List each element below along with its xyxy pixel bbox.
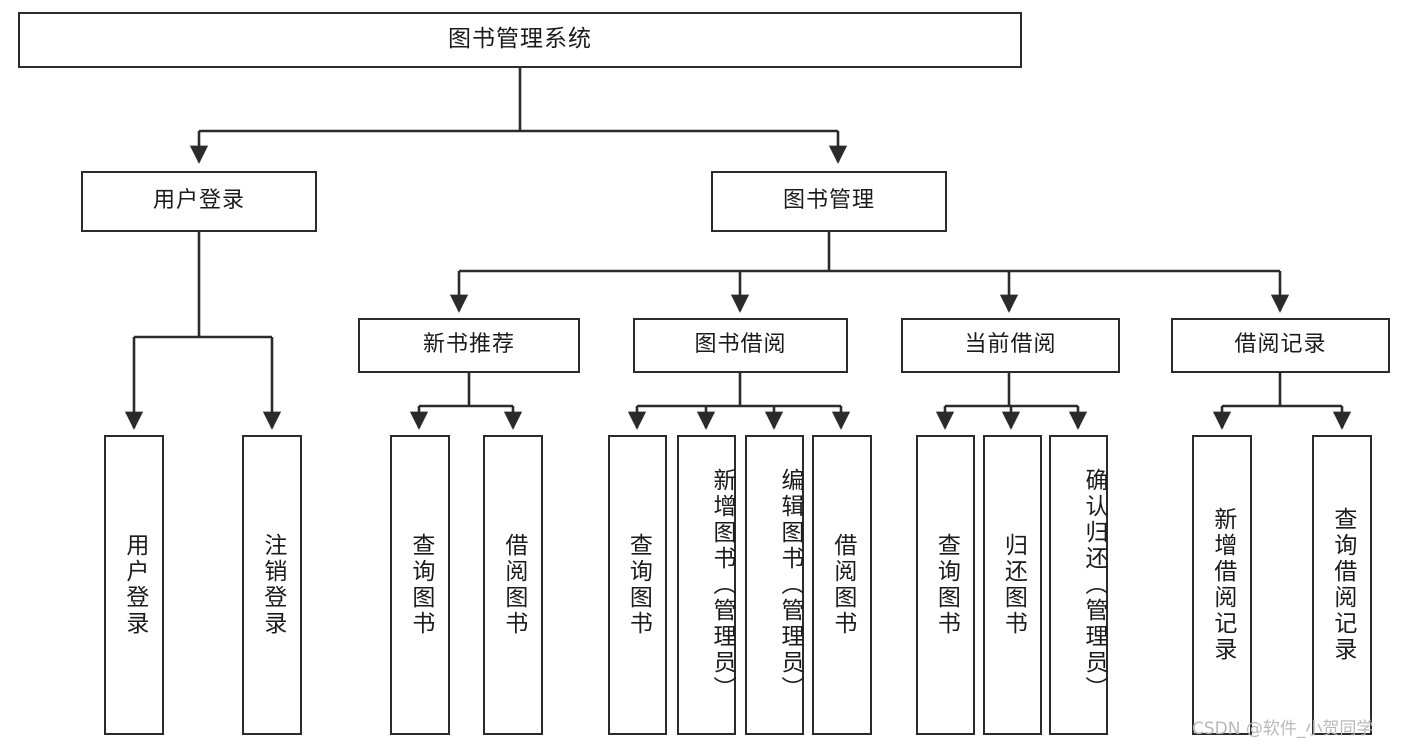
leaf-edit-book-admin[interactable]: 编辑图书（管理员） <box>745 435 804 735</box>
node-book-management[interactable]: 图书管理 <box>711 171 947 232</box>
leaf-return-book[interactable]: 归还图书 <box>983 435 1042 735</box>
node-borrow-record[interactable]: 借阅记录 <box>1171 318 1390 373</box>
leaf-borrow-book[interactable]: 借阅图书 <box>812 435 872 735</box>
watermark: CSDN @软件_小贺同学 <box>1192 719 1374 739</box>
leaf-confirm-return-admin[interactable]: 确认归还（管理员） <box>1049 435 1108 735</box>
node-new-book-recommend[interactable]: 新书推荐 <box>358 318 580 373</box>
leaf-query-book-recommend[interactable]: 查询图书 <box>390 435 450 735</box>
leaf-add-borrow-record[interactable]: 新增借阅记录 <box>1192 435 1252 735</box>
node-current-borrow[interactable]: 当前借阅 <box>901 318 1120 373</box>
leaf-user-login[interactable]: 用户登录 <box>104 435 164 735</box>
leaf-query-book-current[interactable]: 查询图书 <box>916 435 975 735</box>
leaf-borrow-book-recommend[interactable]: 借阅图书 <box>483 435 543 735</box>
leaf-add-book-admin[interactable]: 新增图书（管理员） <box>677 435 736 735</box>
node-user-login[interactable]: 用户登录 <box>81 171 317 232</box>
leaf-logout-login[interactable]: 注销登录 <box>242 435 302 735</box>
node-root-system[interactable]: 图书管理系统 <box>18 12 1022 68</box>
node-book-borrow[interactable]: 图书借阅 <box>633 318 848 373</box>
leaf-query-book-borrow[interactable]: 查询图书 <box>608 435 667 735</box>
leaf-query-borrow-record[interactable]: 查询借阅记录 <box>1312 435 1372 735</box>
